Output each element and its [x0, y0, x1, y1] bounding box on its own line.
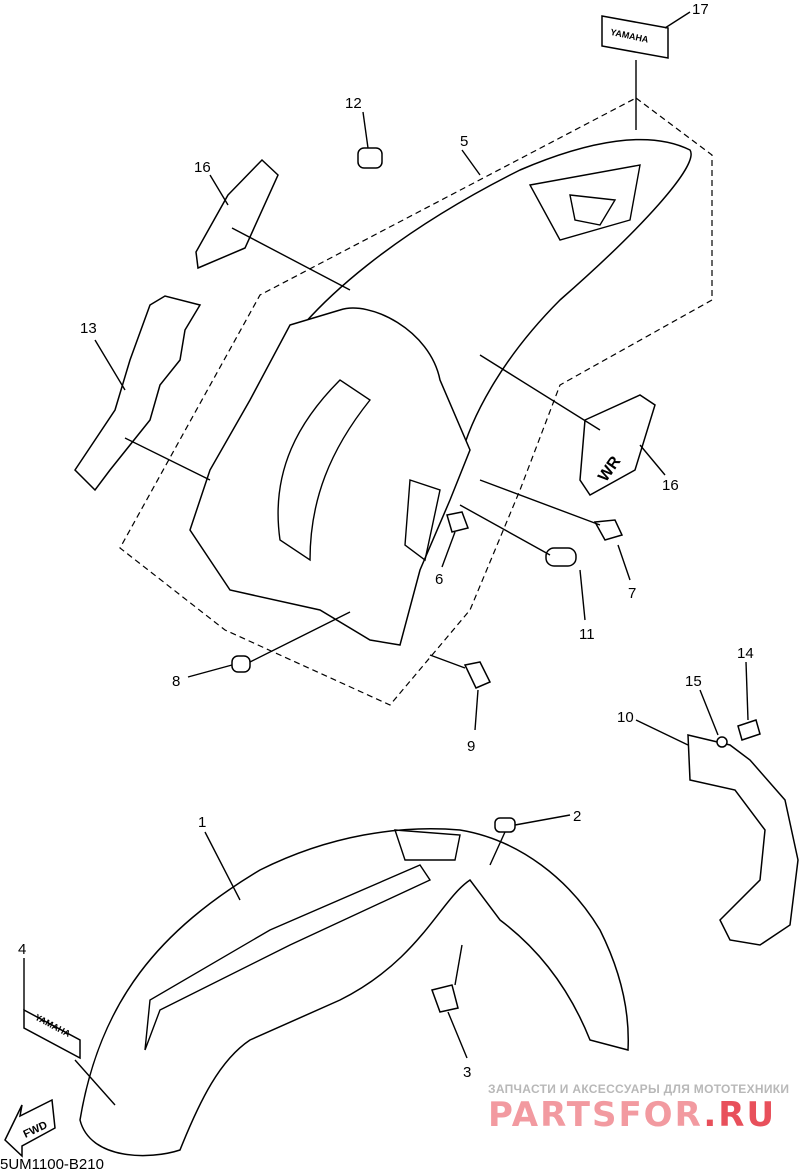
- grommet-2: [494, 817, 516, 833]
- rear-inner-fender: [189, 307, 471, 646]
- callout-14: 14: [737, 645, 754, 662]
- rear-guard-panel: [74, 295, 202, 492]
- watermark-tagline: ЗАПЧАСТИ И АКСЕССУАРЫ ДЛЯ МОТОТЕХНИКИ: [488, 1082, 790, 1096]
- callout-10: 10: [617, 709, 634, 726]
- yamaha-decal-front: YAMAHA: [23, 1008, 81, 1060]
- grommet-12: [357, 147, 383, 169]
- callout-4: 4: [18, 941, 26, 958]
- bolt-7: [593, 519, 624, 541]
- rear-fender-assembly-outline: [119, 97, 713, 706]
- callout-5: 5: [460, 133, 468, 150]
- bolt-3: [431, 984, 459, 1013]
- callout-7: 7: [628, 585, 636, 602]
- washer-15: [716, 736, 728, 748]
- callout-15: 15: [685, 673, 702, 690]
- bolt-14: [737, 719, 761, 741]
- callout-16-left: 16: [194, 159, 211, 176]
- watermark-suffix: .RU: [703, 1095, 777, 1135]
- bolt-9: [463, 661, 492, 689]
- watermark-logo[interactable]: PARTSFOR.RU: [488, 1095, 776, 1135]
- callout-1: 1: [198, 814, 206, 831]
- callout-9: 9: [467, 738, 475, 755]
- forward-arrow-icon: FWD: [4, 1098, 56, 1158]
- front-fender: [79, 828, 630, 1157]
- callout-12: 12: [345, 95, 362, 112]
- leader-lines: [23, 11, 749, 1106]
- collar-8: [231, 655, 251, 673]
- side-decal-left: [195, 158, 279, 270]
- mud-flap: [687, 734, 799, 946]
- wr-decal: WR: [579, 394, 656, 496]
- callout-11: 11: [579, 626, 595, 643]
- callout-17: 17: [692, 1, 709, 18]
- diagram-code: 5UM1100-B210: [0, 1156, 104, 1173]
- yamaha-decal-top: YAMAHA: [601, 15, 669, 59]
- callout-13: 13: [80, 320, 97, 337]
- callout-8: 8: [172, 673, 180, 690]
- callout-6: 6: [435, 571, 443, 588]
- callout-3: 3: [463, 1064, 471, 1081]
- callout-2: 2: [573, 808, 581, 825]
- grommet-11: [545, 547, 577, 567]
- callout-16-right: 16: [662, 477, 679, 494]
- nut-6: [446, 511, 469, 533]
- watermark-brand: PARTSFOR: [488, 1095, 704, 1135]
